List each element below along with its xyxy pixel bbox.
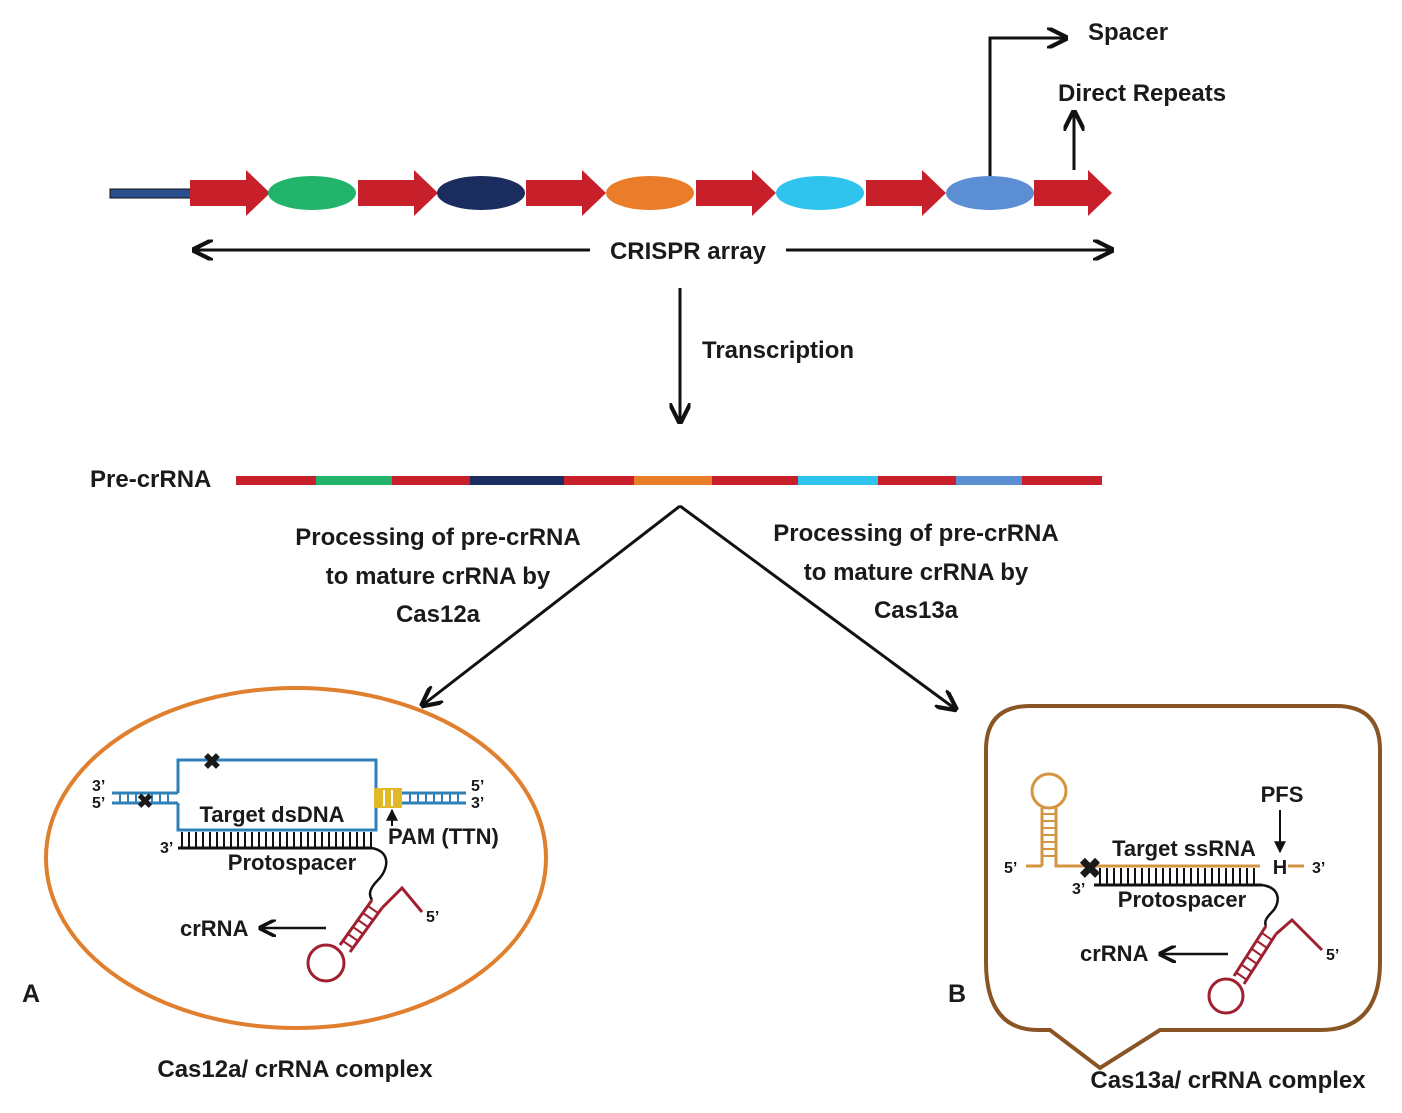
direct-repeat-1	[190, 170, 270, 216]
cas12a-complex-caption: Cas12a/ crRNA complex	[157, 1056, 433, 1083]
cas12a-crrna-hairpin	[306, 885, 424, 983]
direct-repeat-4	[696, 170, 776, 216]
cas12a-crrna-label: crRNA	[180, 916, 249, 941]
cas13a-crrna-linker	[1261, 883, 1279, 927]
cas13a-hairpin-loop	[1207, 977, 1245, 1015]
ssrna-loop	[1030, 772, 1068, 810]
dsdna-left-basepairs	[119, 793, 169, 803]
processing-cas13a-line3: Cas13a	[874, 597, 959, 624]
pre-crrna-strand	[236, 476, 1102, 485]
target-ssrna	[1026, 772, 1304, 868]
dsdna-right-5-end: 5’	[471, 778, 484, 795]
pre-crrna-repeat	[1022, 476, 1102, 485]
cas13a-protospacer-label: Protospacer	[1118, 887, 1247, 912]
pam-site	[374, 788, 402, 808]
cas13a-target-label: Target ssRNA	[1112, 836, 1256, 861]
pfs-label: PFS	[1261, 782, 1304, 807]
panel-b-letter: B	[948, 980, 966, 1008]
processing-cas13a-line2: to mature crRNA by	[804, 559, 1029, 586]
spacer-pointer-arrow	[988, 38, 1064, 176]
target-dsdna	[112, 758, 466, 832]
cas12a-crrna-linker	[368, 846, 388, 901]
crispr-array-label: CRISPR array	[610, 238, 767, 265]
direct-repeat-6	[1034, 170, 1112, 216]
direct-repeat-2	[358, 170, 438, 216]
dsdna-right-basepairs	[409, 793, 459, 803]
dsdna-left-3-end: 3’	[92, 778, 105, 795]
spacer-5	[946, 176, 1034, 210]
panel-a-letter: A	[22, 980, 40, 1008]
processing-cas12a-line2: to mature crRNA by	[326, 563, 551, 590]
pre-crrna-label: Pre-crRNA	[90, 466, 211, 493]
spacer-3	[606, 176, 694, 210]
pre-crrna-repeat	[878, 476, 956, 485]
cas12a-crrna-5-end: 5’	[426, 909, 439, 926]
spacer-1	[268, 176, 356, 210]
pre-crrna-repeat	[712, 476, 798, 485]
spacer-label: Spacer	[1088, 19, 1168, 46]
processing-cas13a-line1: Processing of pre-crRNA	[773, 520, 1058, 547]
spacer-2	[437, 176, 525, 210]
processing-cas12a-line3: Cas12a	[396, 601, 481, 628]
cas12a-protospacer-pairing	[181, 832, 372, 847]
cas12a-protein-outline	[44, 686, 548, 1030]
cas13a-crrna-label: crRNA	[1080, 941, 1149, 966]
pre-crrna-spacer	[798, 476, 878, 485]
cas13a-protein-outline	[984, 704, 1382, 1071]
direct-repeat-5	[866, 170, 946, 216]
ssrna-3-end: 3’	[1312, 860, 1325, 877]
processing-cas12a-line1: Processing of pre-crRNA	[295, 524, 580, 551]
cas12a-target-label: Target dsDNA	[199, 802, 344, 827]
pre-crrna-repeat	[564, 476, 634, 485]
cas13a-crrna-3-end: 3’	[1072, 881, 1085, 898]
cas13a-complex-caption: Cas13a/ crRNA complex	[1090, 1067, 1366, 1094]
transcription-label: Transcription	[702, 337, 854, 364]
pre-crrna-spacer	[316, 476, 392, 485]
pre-crrna-repeat	[392, 476, 470, 485]
cas13a-protospacer-pairing	[1099, 868, 1255, 884]
pfs-site-mark: H	[1273, 857, 1287, 879]
branch-arrow-cas12a	[424, 504, 681, 704]
ssrna-5-end: 5’	[1004, 860, 1017, 877]
cas13a-crrna-hairpin	[1207, 917, 1324, 1015]
direct-repeat-3	[526, 170, 606, 216]
cas12a-hairpin-loop	[306, 943, 346, 983]
branch-arrow-cas13a	[679, 504, 954, 708]
cas12a-protospacer-label: Protospacer	[228, 850, 357, 875]
direct-repeats-label: Direct Repeats	[1058, 80, 1226, 107]
cas13a-cleavage-mark: ✖	[1078, 853, 1101, 884]
pre-crrna-spacer	[470, 476, 564, 485]
dsdna-right-3-end: 3’	[471, 795, 484, 812]
pre-crrna-spacer	[956, 476, 1022, 485]
pre-crrna-repeat	[236, 476, 316, 485]
spacer-4	[776, 176, 864, 210]
pre-crrna-spacer	[634, 476, 712, 485]
dsdna-left-5-end: 5’	[92, 795, 105, 812]
cleavage-mark-left: ✖	[137, 791, 154, 813]
cas12a-crrna-3-end: 3’	[160, 840, 173, 857]
pam-label: PAM (TTN)	[388, 824, 499, 849]
cas13a-crrna-5-end: 5’	[1326, 947, 1339, 964]
leader-sequence	[109, 188, 193, 199]
crispr-array-strand	[109, 170, 1112, 216]
cleavage-mark-top: ✖	[203, 749, 221, 774]
